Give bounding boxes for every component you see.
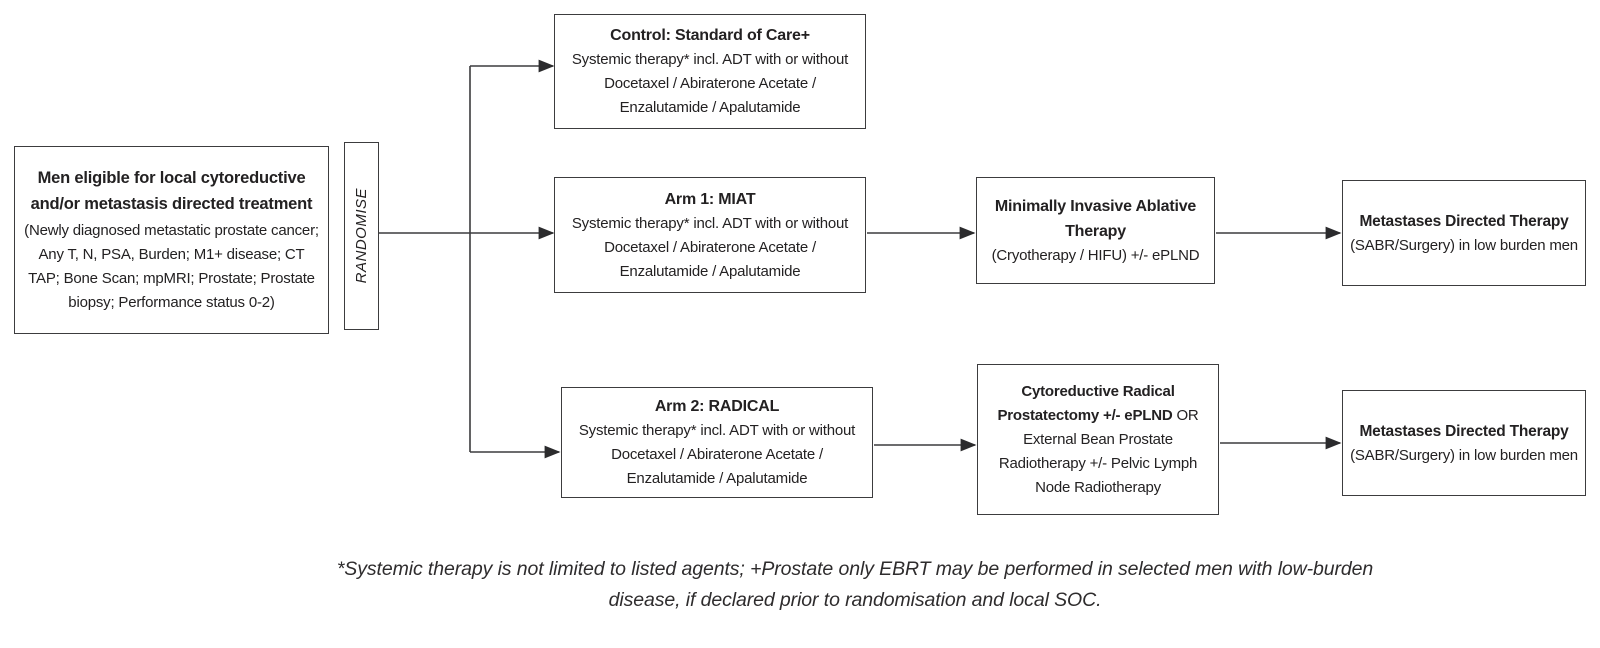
miat-body: (Cryotherapy / HIFU) +/- ePLND: [991, 246, 1200, 264]
miat-title: Minimally Invasive Ablative Therapy: [994, 197, 1197, 240]
arm1-miat-box: Arm 1: MIAT Systemic therapy* incl. ADT …: [554, 177, 866, 293]
eligibility-body: (Newly diagnosed metastatic prostate can…: [24, 222, 319, 311]
mdt-top-body: (SABR/Surgery) in low burden men: [1350, 236, 1578, 254]
randomise-box: RANDOMISE: [344, 142, 379, 330]
mdt-bottom-box: Metastases Directed Therapy (SABR/Surger…: [1342, 390, 1586, 496]
randomise-label: RANDOMISE: [353, 188, 370, 284]
arm2-body: Systemic therapy* incl. ADT with or with…: [578, 422, 856, 487]
footnote: *Systemic therapy is not limited to list…: [110, 554, 1600, 616]
radical-therapy-title: Cytoreductive Radical Prostatectomy +/- …: [997, 382, 1175, 424]
mdt-bottom-title: Metastases Directed Therapy: [1359, 422, 1569, 440]
arm1-body: Systemic therapy* incl. ADT with or with…: [571, 214, 849, 280]
mdt-bottom-body: (SABR/Surgery) in low burden men: [1350, 446, 1578, 464]
arm2-title: Arm 2: RADICAL: [654, 398, 780, 415]
control-arm-title: Control: Standard of Care+: [610, 27, 810, 44]
mdt-top-box: Metastases Directed Therapy (SABR/Surger…: [1342, 180, 1586, 286]
miat-therapy-box: Minimally Invasive Ablative Therapy (Cry…: [976, 177, 1215, 284]
footnote-line-1: *Systemic therapy is not limited to list…: [336, 558, 1374, 580]
radical-therapy-body: OR External Bean Prostate Radiotherapy +…: [998, 406, 1199, 496]
mdt-top-title: Metastases Directed Therapy: [1359, 212, 1569, 230]
eligibility-box: Men eligible for local cytoreductive and…: [14, 146, 329, 334]
radical-therapy-box: Cytoreductive Radical Prostatectomy +/- …: [977, 364, 1219, 515]
arm1-title: Arm 1: MIAT: [664, 190, 756, 208]
arm2-radical-box: Arm 2: RADICAL Systemic therapy* incl. A…: [561, 387, 873, 498]
footnote-line-2: disease, if declared prior to randomisat…: [608, 589, 1102, 611]
radical-therapy-text: Cytoreductive Radical Prostatectomy +/- …: [984, 380, 1212, 500]
control-arm-box: Control: Standard of Care+ Systemic ther…: [554, 14, 866, 129]
randomise-junction-line: [379, 66, 471, 452]
eligibility-title: Men eligible for local cytoreductive and…: [30, 169, 313, 213]
control-arm-body: Systemic therapy* incl. ADT with or with…: [571, 51, 849, 116]
